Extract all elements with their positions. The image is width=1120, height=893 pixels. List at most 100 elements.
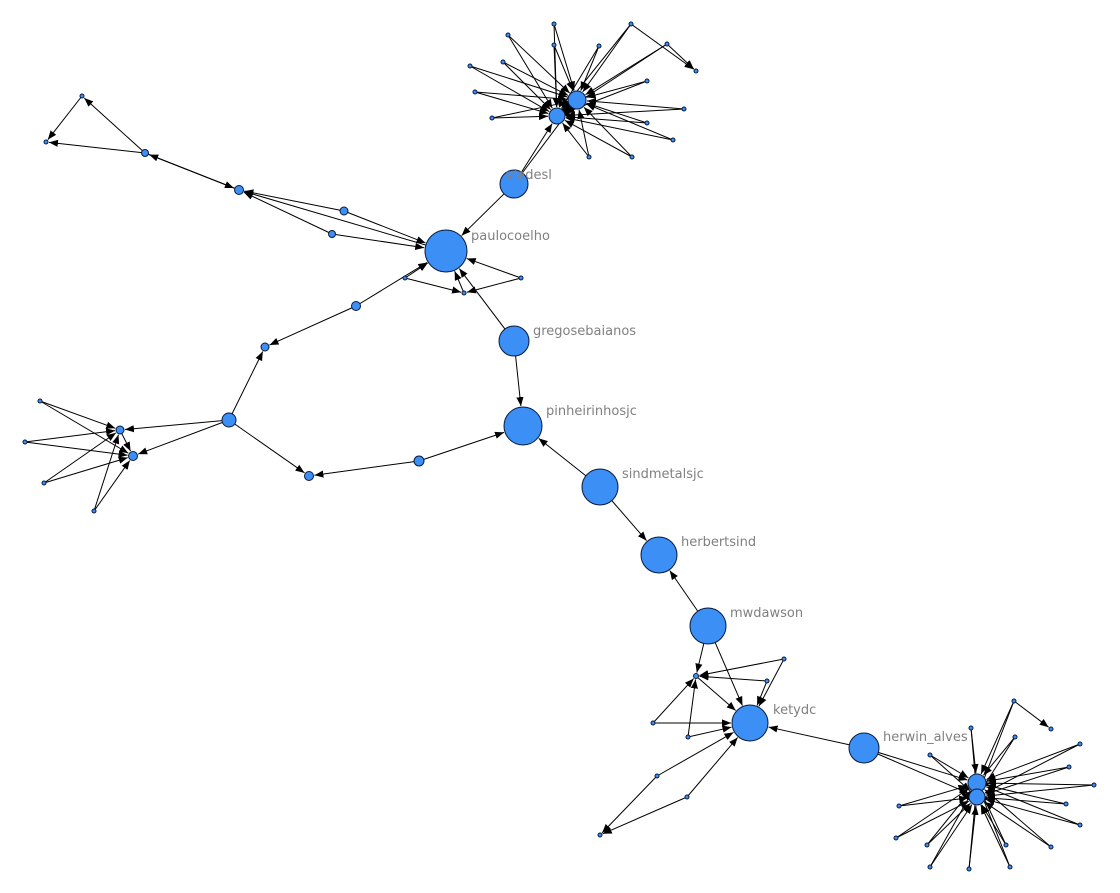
node-ta14[interactable] (586, 154, 592, 160)
node-ta3[interactable] (664, 41, 670, 47)
node-tb_x[interactable] (1048, 726, 1054, 732)
node-k7[interactable] (597, 832, 603, 838)
node-tb11[interactable] (924, 842, 930, 848)
edge-tb2-to-hubB1 (982, 736, 1016, 776)
node-tb10[interactable] (893, 835, 899, 841)
edge-tb2-to-hubB2 (981, 736, 1016, 790)
edge-m_c-to-m_hub1 (124, 419, 230, 433)
node-m_e[interactable] (413, 455, 425, 467)
node-tb13[interactable] (1048, 844, 1054, 850)
node-k5[interactable] (654, 773, 660, 779)
edge-tb8-to-hubB1 (986, 783, 1067, 805)
node-l_f[interactable] (43, 139, 49, 145)
node-m_b[interactable] (260, 342, 270, 352)
node-k6[interactable] (684, 794, 690, 800)
node-ketydc[interactable] (731, 704, 769, 742)
node-k2[interactable] (764, 678, 770, 684)
edge-ta10-to-hubA1 (586, 98, 685, 110)
node-tb2[interactable] (1012, 734, 1018, 740)
node-m_d[interactable] (304, 471, 314, 481)
node-k_hub[interactable] (693, 673, 699, 679)
node-ta_x[interactable] (693, 68, 699, 74)
node-l_d[interactable] (141, 149, 149, 157)
node-ta7[interactable] (500, 59, 506, 65)
edge-ta15-to-hubA1 (583, 106, 633, 158)
node-sindmetalsjc[interactable] (581, 468, 619, 506)
node-tb6[interactable] (1091, 782, 1097, 788)
node-m_hub1[interactable] (115, 425, 125, 435)
node-paulocoelho[interactable] (424, 229, 468, 273)
node-tb3[interactable] (927, 752, 933, 758)
edge-l_d-to-l_e (83, 97, 146, 154)
node-ta9[interactable] (472, 89, 478, 95)
edge-herwin_alves-to-hubB2 (863, 747, 969, 794)
edge-p_s1-to-paulocoelho (404, 262, 428, 279)
node-k3[interactable] (650, 720, 656, 726)
edge-m_a-to-paulocoelho (355, 262, 428, 307)
node-w4[interactable] (91, 508, 97, 514)
edges-layer (24, 23, 1095, 870)
node-hubA2[interactable] (548, 107, 566, 125)
node-ta1[interactable] (628, 21, 634, 27)
node-k1[interactable] (781, 656, 787, 662)
node-ta0[interactable] (551, 21, 557, 27)
edge-tb3-to-hubB1 (929, 754, 969, 779)
node-w1[interactable] (37, 398, 43, 404)
edge-p_s3-to-paulocoelho (466, 257, 522, 279)
edge-ta11-to-hubA2 (491, 112, 549, 121)
node-m_c[interactable] (221, 412, 237, 428)
edge-tb10-to-hubB2 (895, 800, 970, 839)
node-l_b[interactable] (328, 230, 336, 238)
node-l_c[interactable] (234, 185, 244, 195)
node-ta11[interactable] (489, 115, 495, 121)
node-tb14[interactable] (927, 864, 933, 870)
node-mwdawson[interactable] (689, 607, 727, 645)
node-m_a[interactable] (351, 301, 361, 311)
node-l_e[interactable] (79, 93, 85, 99)
edge-m_c-to-m_d (228, 419, 305, 474)
node-pinheirinhosjc[interactable] (503, 406, 543, 446)
edge-w2-to-m_hub1 (24, 428, 116, 443)
node-ta10[interactable] (681, 106, 687, 112)
edge-ta8-to-hubA1 (586, 80, 648, 99)
node-ta12[interactable] (644, 120, 650, 126)
node-ta4[interactable] (551, 42, 557, 48)
node-label-paulocoelho: paulocoelho (471, 229, 550, 244)
node-tb4[interactable] (1077, 741, 1083, 747)
node-ta5[interactable] (596, 43, 602, 49)
node-p_s1[interactable] (402, 275, 408, 281)
node-herbertsind[interactable] (640, 536, 678, 574)
edge-ta1-to-hubA1 (582, 23, 632, 93)
node-tb16[interactable] (1007, 864, 1013, 870)
node-tb1[interactable] (968, 725, 974, 731)
node-vladesl[interactable] (499, 169, 529, 199)
node-tb8[interactable] (1063, 801, 1069, 807)
node-label-sindmetalsjc: sindmetalsjc (622, 467, 704, 482)
node-ta2[interactable] (505, 32, 511, 38)
node-l_a[interactable] (339, 206, 349, 216)
node-hubA1[interactable] (567, 90, 587, 110)
node-ta13[interactable] (670, 137, 676, 143)
node-ta6[interactable] (467, 63, 473, 69)
node-w2[interactable] (22, 439, 28, 445)
node-p_s2[interactable] (461, 290, 467, 296)
node-p_s3[interactable] (518, 275, 524, 281)
node-hubB2[interactable] (968, 788, 986, 806)
node-label-pinheirinhosjc: pinheirinhosjc (546, 404, 637, 419)
node-k4[interactable] (685, 734, 691, 740)
node-tb15[interactable] (966, 866, 972, 872)
node-tb12[interactable] (1003, 842, 1009, 848)
node-tb0[interactable] (1011, 698, 1017, 704)
node-w3[interactable] (41, 480, 47, 486)
node-tb7[interactable] (896, 803, 902, 809)
edge-ta3-to-ta_x (666, 43, 695, 70)
edge-ta2-to-hubA2 (507, 34, 553, 109)
node-ta15[interactable] (629, 154, 635, 160)
node-ta8[interactable] (644, 78, 650, 84)
edge-k2-to-ketydc (756, 680, 768, 706)
node-tb5[interactable] (1066, 764, 1072, 770)
node-m_hub2[interactable] (128, 451, 138, 461)
node-herwin_alves[interactable] (848, 732, 880, 764)
node-tb9[interactable] (1077, 822, 1083, 828)
node-gregosebaianos[interactable] (498, 325, 530, 357)
